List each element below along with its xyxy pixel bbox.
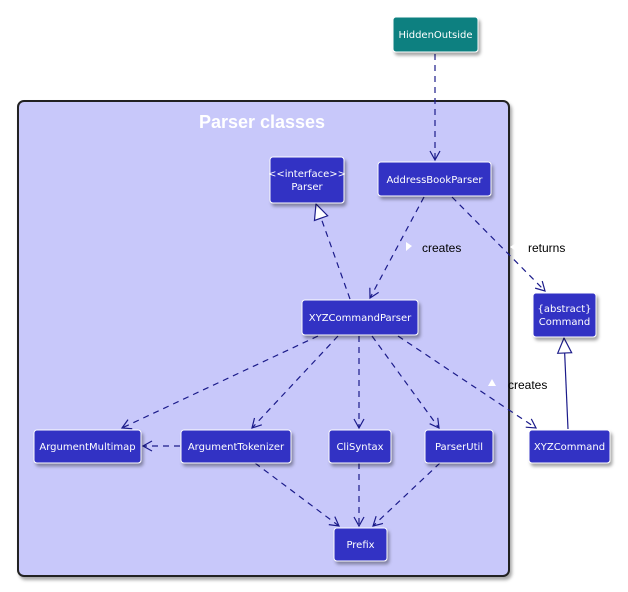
- label-creates-parser: creates: [406, 241, 461, 255]
- edge-xyzcommand-extends-command: [556, 336, 573, 430]
- svg-text:returns: returns: [528, 241, 565, 255]
- direction-arrow-icon: [510, 243, 516, 251]
- node-stereotype: <<interface>>: [268, 169, 346, 180]
- direction-arrow-icon: [488, 379, 496, 386]
- node-argumentmultimap[interactable]: ArgumentMultimap: [33, 429, 142, 464]
- node-hiddenoutside[interactable]: HiddenOutside: [392, 16, 479, 53]
- node-label: XYZCommandParser: [309, 313, 412, 324]
- edge-parserutil-to-prefix: [372, 462, 441, 527]
- node-argumenttokenizer[interactable]: ArgumentTokenizer: [180, 429, 292, 464]
- edge-xyzcommandparser-implements-parser: [313, 202, 351, 300]
- node-addressbookparser[interactable]: AddressBookParser: [377, 161, 492, 197]
- node-prefix[interactable]: Prefix: [333, 527, 388, 562]
- node-parser-interface[interactable]: <<interface>> Parser: [268, 156, 346, 204]
- node-label: Command: [539, 317, 590, 328]
- node-xyzcommandparser[interactable]: XYZCommandParser: [301, 299, 419, 336]
- direction-arrow-icon: [406, 242, 412, 251]
- node-label: Prefix: [346, 540, 374, 551]
- node-stereotype: {abstract}: [538, 304, 592, 315]
- node-label: Parser: [291, 182, 323, 193]
- edge-xyzcommandparser-to-argumenttokenizer: [251, 335, 339, 429]
- node-label: AddressBookParser: [386, 175, 483, 186]
- node-parserutil[interactable]: ParserUtil: [424, 429, 494, 464]
- node-label: HiddenOutside: [398, 30, 472, 41]
- svg-text:creates: creates: [422, 241, 461, 255]
- node-label: ArgumentTokenizer: [188, 442, 285, 453]
- label-creates-command: creates: [488, 378, 547, 392]
- svg-text:creates: creates: [508, 378, 547, 392]
- node-clisyntax[interactable]: CliSyntax: [328, 429, 392, 464]
- node-xyzcommand[interactable]: XYZCommand: [528, 429, 611, 464]
- node-command-abstract[interactable]: {abstract} Command: [532, 292, 597, 338]
- edge-xyzcommandparser-to-argumentmultimap: [120, 335, 319, 430]
- node-label: XYZCommand: [534, 442, 605, 453]
- edge-xyzcommandparser-to-parserutil: [371, 335, 440, 429]
- label-returns: returns: [510, 241, 565, 255]
- package-title: Parser classes: [199, 112, 325, 132]
- node-label: CliSyntax: [336, 442, 383, 453]
- node-label: ParserUtil: [435, 442, 483, 453]
- edge-returns-command: [451, 196, 546, 292]
- edge-creates-xyzcommand: [397, 335, 538, 429]
- edge-creates-xyzcommandparser: [369, 196, 425, 300]
- node-label: ArgumentMultimap: [39, 442, 135, 453]
